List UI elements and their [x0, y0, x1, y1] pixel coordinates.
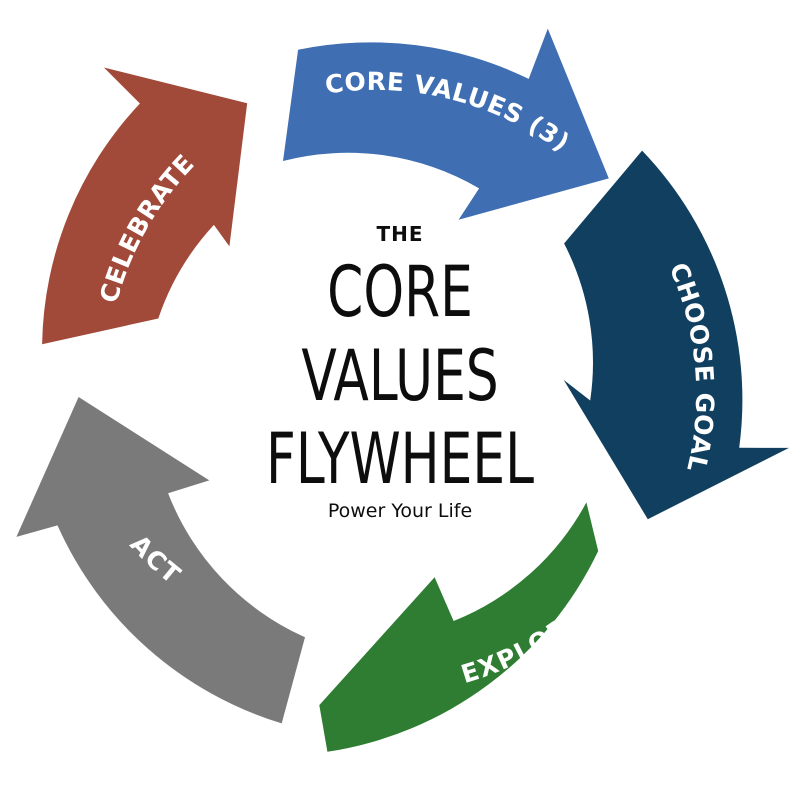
arrow-core-values: [283, 28, 609, 220]
title-prefix: THE: [376, 222, 424, 246]
arrow-explore: [319, 502, 599, 752]
arrow-choose-goal: [563, 150, 789, 520]
tagline: Power Your Life: [327, 500, 473, 522]
arrow-act: [16, 397, 306, 724]
title-line-flywheel: FLYWHEEL: [266, 418, 534, 500]
arrow-celebrate: [42, 67, 248, 345]
title-line-values: VALUES: [301, 335, 499, 417]
title-line-core: CORE: [327, 251, 473, 333]
